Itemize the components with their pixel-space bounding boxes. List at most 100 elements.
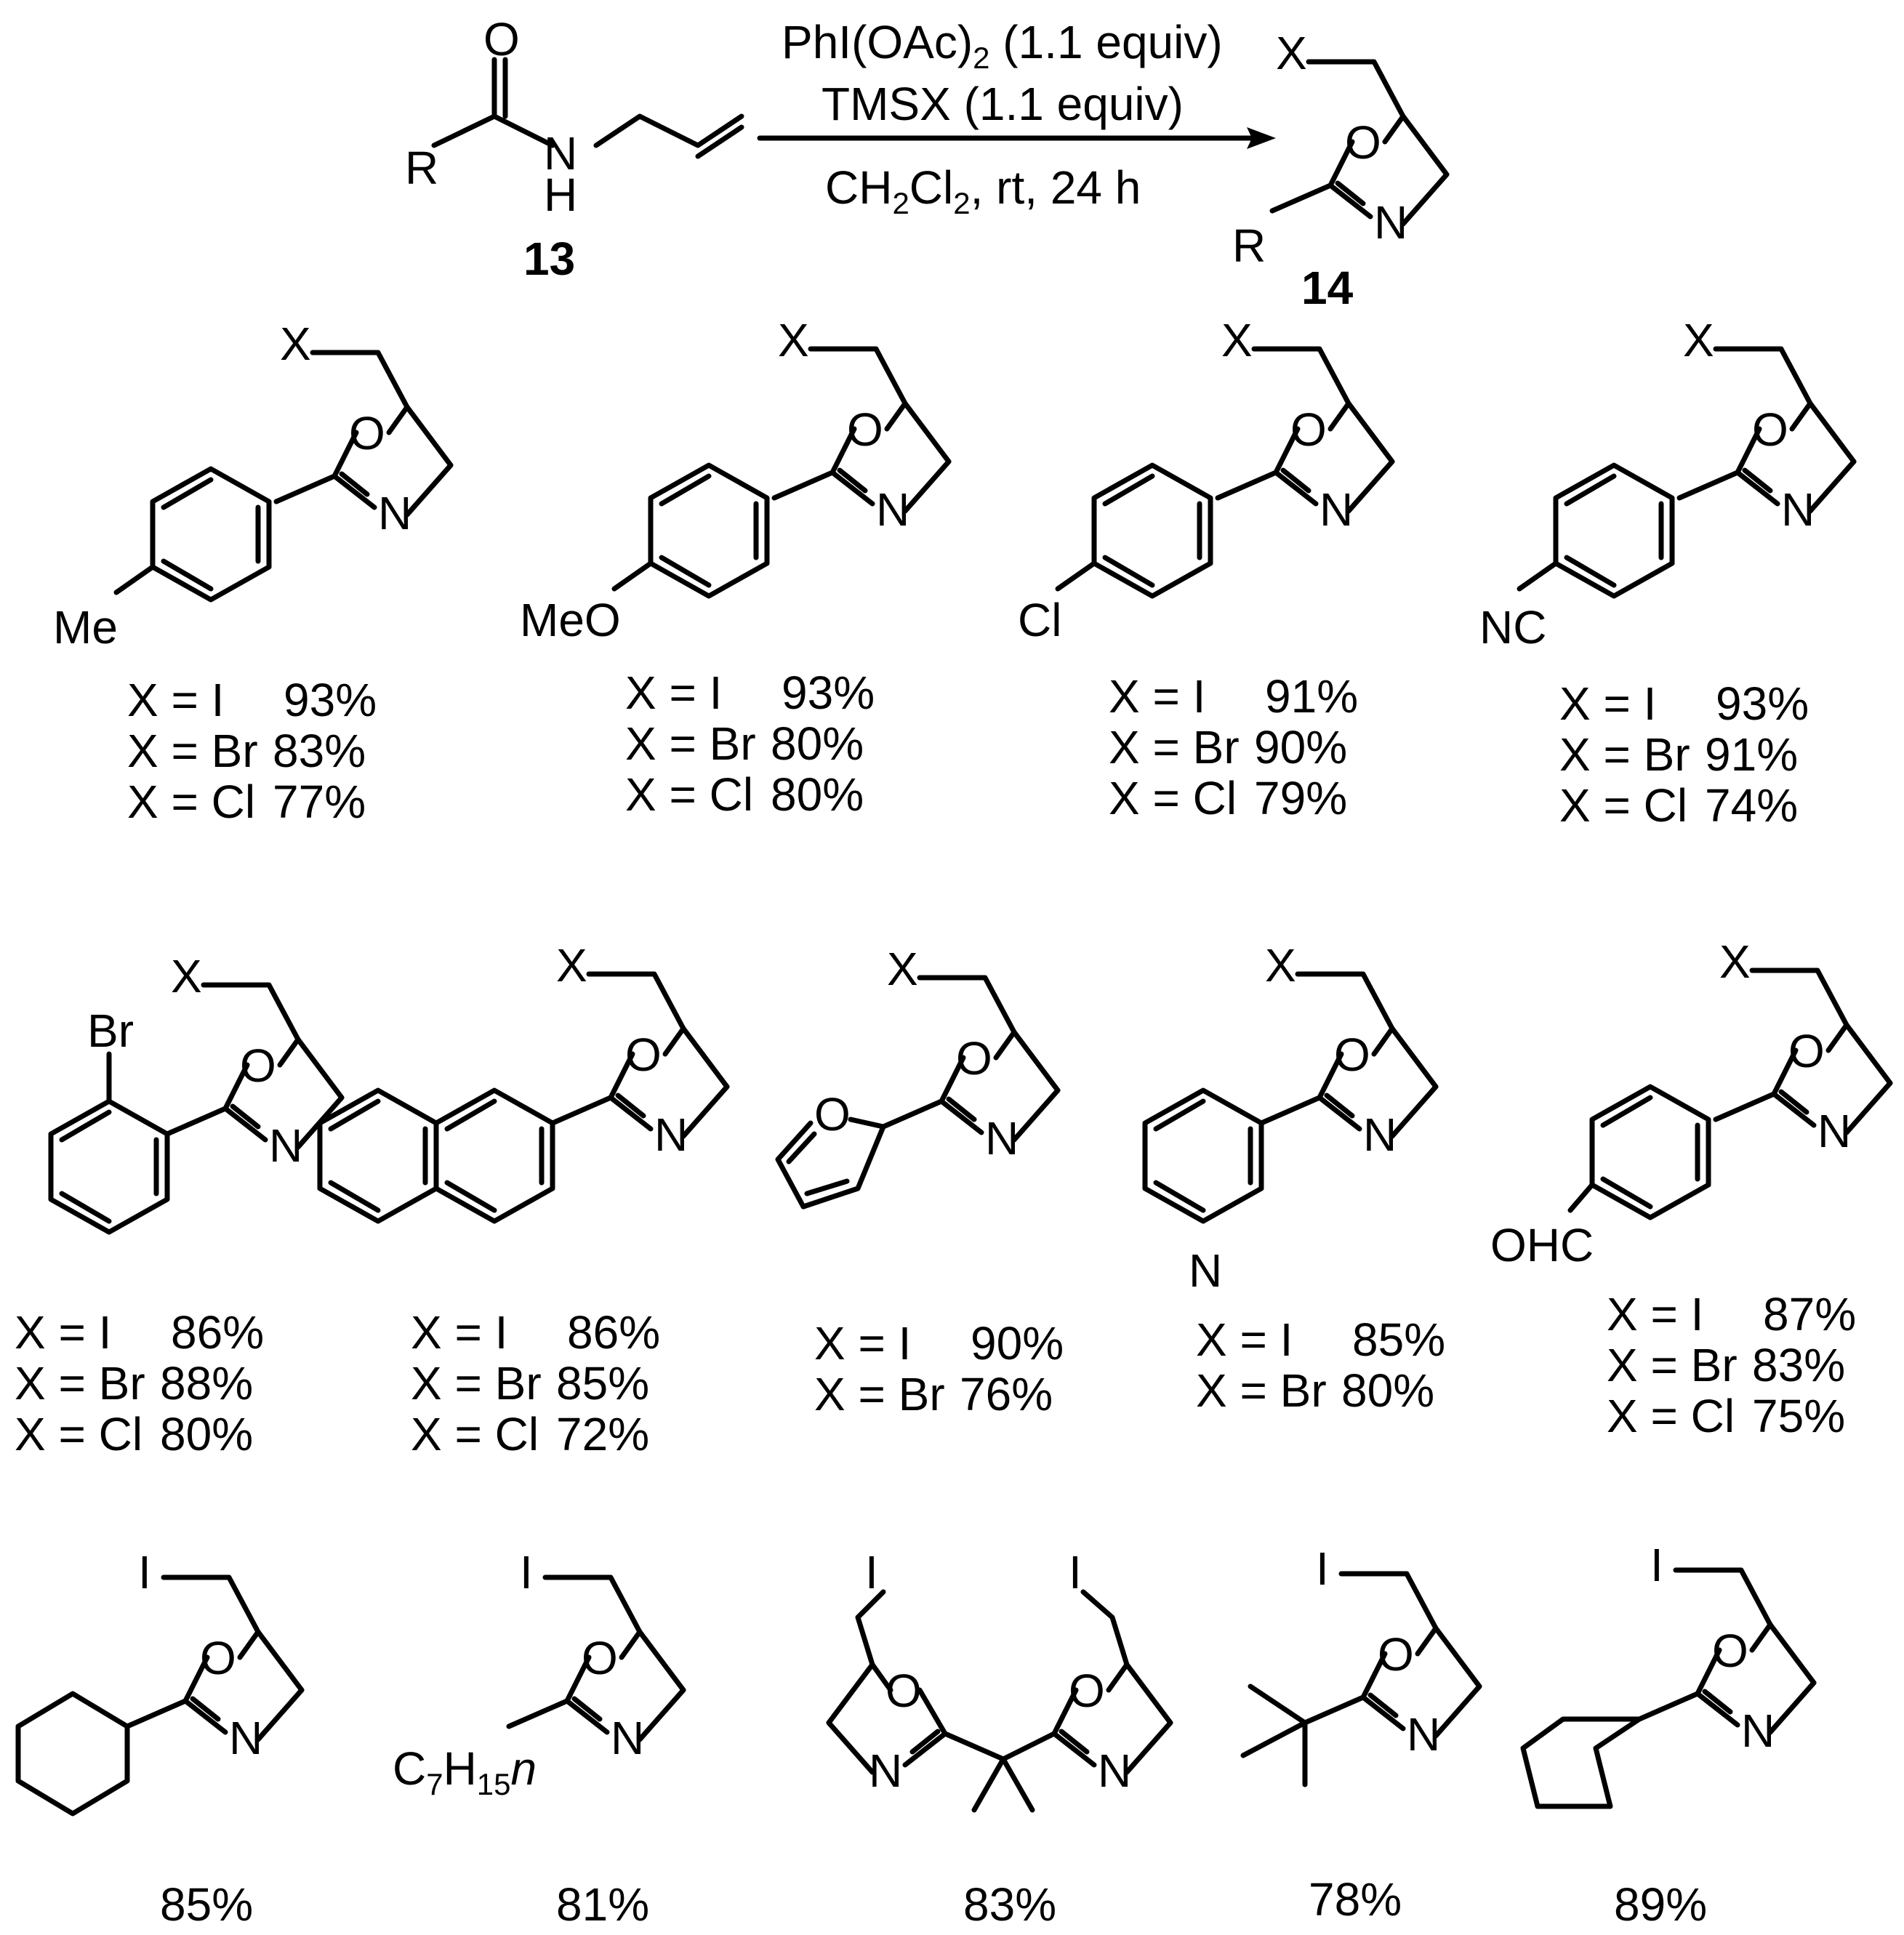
furan-O: O: [814, 1088, 851, 1141]
yield-value: 74%: [1705, 779, 1798, 832]
yield-label: X = I: [411, 1306, 507, 1359]
yield-value: 90%: [1254, 721, 1347, 773]
heptyl-sub: 7: [426, 1767, 443, 1801]
product-heptyl: O N I C7H15n: [393, 1546, 683, 1801]
yield-label: X = Cl: [1559, 779, 1687, 832]
atom-O: O: [1069, 1665, 1105, 1717]
yield-value: 93%: [284, 674, 377, 726]
yields-p-cyanophenyl: X = I 93% X = Br 91% X = Cl 74%: [1559, 677, 1809, 832]
yield-value: 76%: [960, 1368, 1053, 1420]
product-14: O N X R 14: [1232, 27, 1447, 314]
yield-cyclopentyl: 89%: [1614, 1878, 1707, 1931]
reaction-arrow: [757, 127, 1276, 149]
substituent-meo: MeO: [520, 594, 621, 646]
reagent-equiv: (1.1 equiv): [990, 16, 1223, 68]
atom-X: X: [778, 314, 809, 366]
atom-I: I: [865, 1546, 878, 1598]
yields-furyl: X = I 90% X = Br 76%: [814, 1317, 1064, 1420]
atom-O: O: [847, 403, 883, 456]
atom-O: O: [349, 407, 385, 459]
product-p-cyanophenyl: O N X NC: [1479, 314, 1854, 653]
yield-value: 91%: [1265, 670, 1358, 723]
reagent-sub: 2: [973, 41, 989, 75]
atom-I: I: [520, 1546, 533, 1598]
product-bis-oxazoline: O N I O N I: [826, 1546, 1173, 1813]
atom-O: O: [582, 1632, 618, 1684]
atom-N: N: [1817, 1105, 1851, 1157]
product-o-bromophenyl: O N X Br: [51, 950, 342, 1232]
yield-label: X = I: [127, 674, 224, 726]
atom-N: N: [1319, 483, 1353, 536]
yield-value: 93%: [1716, 677, 1809, 730]
atom-N: N: [985, 1112, 1019, 1164]
atom-X: X: [1221, 314, 1253, 366]
atom-N: N: [1098, 1745, 1131, 1797]
reactant-13: O R N H 13: [405, 13, 744, 285]
product-p-chlorophenyl: O N X Cl: [1018, 314, 1392, 646]
yield-label: X = Br: [1607, 1339, 1738, 1391]
atom-N: N: [1741, 1705, 1775, 1757]
product-naphthyl: O N X: [320, 939, 727, 1221]
yield-label: X = Br: [625, 717, 756, 770]
yield-label: X = I: [625, 667, 722, 719]
atom-N: N: [876, 483, 909, 536]
atom-H: H: [544, 169, 577, 221]
yield-label: X = I: [1109, 670, 1205, 723]
yield-label: X = I: [1196, 1314, 1293, 1366]
yield-label: X = Br: [15, 1357, 145, 1409]
atom-O: O: [1290, 403, 1327, 456]
yields-o-bromophenyl: X = I 86% X = Br 88% X = Cl 80%: [15, 1306, 264, 1460]
yields-p-tolyl: X = I 93% X = Br 83% X = Cl 77%: [127, 674, 377, 828]
atom-N: N: [654, 1109, 688, 1161]
atom-R: R: [405, 142, 438, 194]
svg-text:C7H15n: C7H15n: [393, 1742, 537, 1801]
yield-label: X = I: [814, 1317, 911, 1369]
yield-label: X = Cl: [1607, 1390, 1735, 1442]
yield-value: 75%: [1752, 1390, 1845, 1442]
yield-label: X = Br: [1109, 721, 1240, 773]
atom-I: I: [1316, 1542, 1329, 1595]
product-tert-butyl: O N I: [1240, 1542, 1479, 1787]
atom-O: O: [483, 13, 520, 65]
atom-O: O: [956, 1032, 992, 1085]
atom-N: N: [611, 1712, 644, 1764]
svg-text:CH2Cl2, rt, 24 h: CH2Cl2, rt, 24 h: [825, 161, 1141, 220]
product-p-formylphenyl: O N X OHC: [1490, 936, 1890, 1271]
svg-text:PhI(OAc)2 (1.1 equiv): PhI(OAc)2 (1.1 equiv): [782, 16, 1223, 75]
atom-O: O: [200, 1632, 236, 1684]
yield-label: X = Cl: [127, 776, 255, 828]
yield-value: 80%: [1341, 1364, 1434, 1417]
atom-X: X: [556, 939, 587, 991]
yields-naphthyl: X = I 86% X = Br 85% X = Cl 72%: [411, 1306, 660, 1460]
yield-value: 87%: [1763, 1288, 1856, 1340]
yield-label: X = I: [15, 1306, 111, 1359]
substituent-me: Me: [53, 601, 118, 653]
yield-value: 83%: [273, 725, 366, 777]
reagent-piida: PhI(OAc): [782, 16, 973, 68]
substituent-ohc: OHC: [1490, 1219, 1594, 1271]
yield-value: 83%: [1752, 1339, 1845, 1391]
yield-value: 91%: [1705, 728, 1798, 781]
yield-value: 85%: [556, 1357, 649, 1409]
pyridine-N: N: [1189, 1244, 1222, 1297]
atom-I: I: [1650, 1539, 1663, 1591]
atom-N: N: [1363, 1109, 1397, 1161]
yield-label: X = Br: [1559, 728, 1690, 781]
atom-O: O: [625, 1029, 662, 1081]
yields-p-chlorophenyl: X = I 91% X = Br 90% X = Cl 79%: [1109, 670, 1358, 824]
atom-X: X: [1683, 314, 1714, 366]
yield-label: X = Cl: [1109, 772, 1237, 824]
yield-value: 80%: [771, 768, 864, 821]
yield-label: X = Br: [1196, 1364, 1327, 1417]
yield-value: 72%: [556, 1408, 649, 1460]
yield-value: 93%: [782, 667, 875, 719]
substituent-nc: NC: [1479, 601, 1546, 653]
atom-O: O: [885, 1665, 922, 1717]
heptyl-c: C: [393, 1742, 426, 1795]
yield-tert-butyl: 78%: [1309, 1873, 1402, 1926]
yields-p-formylphenyl: X = I 87% X = Br 83% X = Cl 75%: [1607, 1288, 1856, 1442]
reagent-tmsx: TMSX (1.1 equiv): [822, 78, 1184, 130]
atom-N: N: [378, 487, 411, 539]
conditions: , rt, 24 h: [971, 161, 1141, 214]
